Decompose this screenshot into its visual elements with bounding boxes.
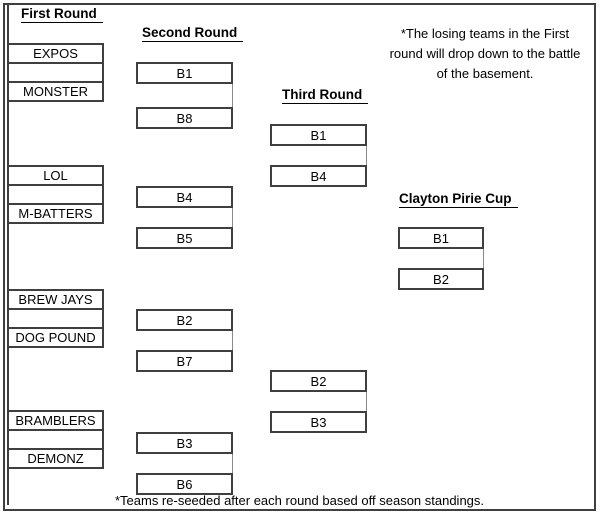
pair-connector-line [366,392,367,411]
losing-teams-note: *The losing teams in the First round wil… [374,24,596,84]
note-line-2: round will drop down to the battle [389,46,581,61]
team-box: BRAMBLERS [7,410,104,431]
round2-box: B4 [136,186,233,208]
round2-box: B1 [136,62,233,84]
round3-box: B1 [270,124,367,146]
round3-box: B3 [270,411,367,433]
round1-matchup-4: BRAMBLERS DEMONZ [7,410,104,469]
pair-connector-line [232,84,233,107]
pair-connector-line [366,146,367,165]
connector-box [7,62,104,83]
team-box: EXPOS [7,43,104,64]
connector-box [7,184,104,205]
round2-box: B3 [136,432,233,454]
third-round-heading: Third Round [282,87,369,104]
team-box: M-BATTERS [7,203,104,224]
note-line-1: *The losing teams in the First [400,26,570,41]
round2-box: B5 [136,227,233,249]
pair-connector-line [483,249,484,268]
clayton-pirie-cup-heading: Clayton Pirie Cup [399,191,518,208]
team-box: LOL [7,165,104,186]
round3-box: B2 [270,370,367,392]
connector-box [7,429,104,450]
pair-connector-line [232,331,233,350]
round2-box: B7 [136,350,233,372]
team-box: DEMONZ [7,448,104,469]
reseed-footnote: *Teams re-seeded after each round based … [114,493,485,508]
round2-box: B8 [136,107,233,129]
round1-matchup-3: BREW JAYS DOG POUND [7,289,104,348]
pair-connector-line [232,208,233,227]
clayton-cup-box: B1 [398,227,484,249]
clayton-cup-box: B2 [398,268,484,290]
round1-matchup-1: EXPOS MONSTER [7,43,104,102]
round1-matchup-2: LOL M-BATTERS [7,165,104,224]
round2-box: B6 [136,473,233,495]
second-round-heading: Second Round [142,25,244,42]
round3-box: B4 [270,165,367,187]
team-box: MONSTER [7,81,104,102]
note-line-3: of the basement. [436,66,534,81]
round1-spine-line [7,5,9,505]
team-box: BREW JAYS [7,289,104,310]
team-box: DOG POUND [7,327,104,348]
first-round-heading: First Round [21,6,103,23]
pair-connector-line [232,454,233,473]
round2-box: B2 [136,309,233,331]
connector-box [7,308,104,329]
outer-frame [3,3,596,511]
